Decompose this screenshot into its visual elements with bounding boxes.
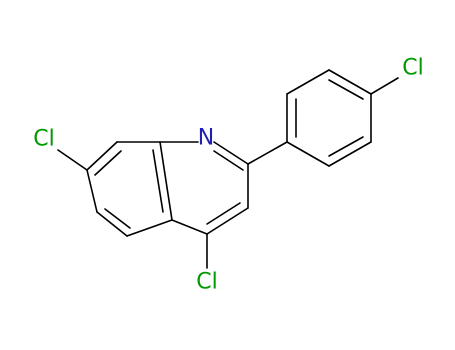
- bond-c6-c5: [96, 211, 128, 237]
- bond-c3-c4-inner: [206, 202, 241, 225]
- bond-c3-c4: [206, 207, 249, 235]
- bond-c7-c6: [86, 169, 98, 213]
- bond-n1-c2: [213, 141, 249, 165]
- chlorine-atom-label-c7: Cl: [33, 127, 54, 152]
- bond-c4a-c8a-inner: [152, 149, 164, 213]
- bond-c4a-c8a: [159, 141, 173, 221]
- bond-c5-c4a: [126, 219, 173, 237]
- bond-n1-c2-inner: [213, 150, 244, 171]
- chlorine-atom-label-c4: Cl: [196, 270, 217, 295]
- bond-c5p-c6p: [328, 141, 372, 167]
- chlorine-atom-label-para: Cl: [402, 56, 423, 81]
- atom-label-layer: Cl N Cl Cl: [33, 56, 423, 295]
- bond-c3p-c4p: [328, 69, 372, 95]
- bond-c8-c7-inner: [94, 150, 122, 176]
- bond-layer: [57, 69, 399, 269]
- nitrogen-atom-label: N: [198, 126, 214, 151]
- bond-c8-c7: [86, 141, 118, 171]
- bond-c6-c5-inner: [104, 208, 131, 229]
- bond-c6p-c1p: [286, 141, 330, 167]
- bond-c4p-cl: [370, 77, 399, 95]
- bond-c4-c4a: [171, 219, 208, 235]
- bond-c2-c1prime: [247, 141, 288, 165]
- bond-c2p-c3p: [286, 69, 330, 95]
- bond-c3p-c4p-inner: [328, 79, 364, 100]
- bond-c5p-c6p-inner: [328, 136, 364, 157]
- bond-c7-cl: [57, 149, 88, 171]
